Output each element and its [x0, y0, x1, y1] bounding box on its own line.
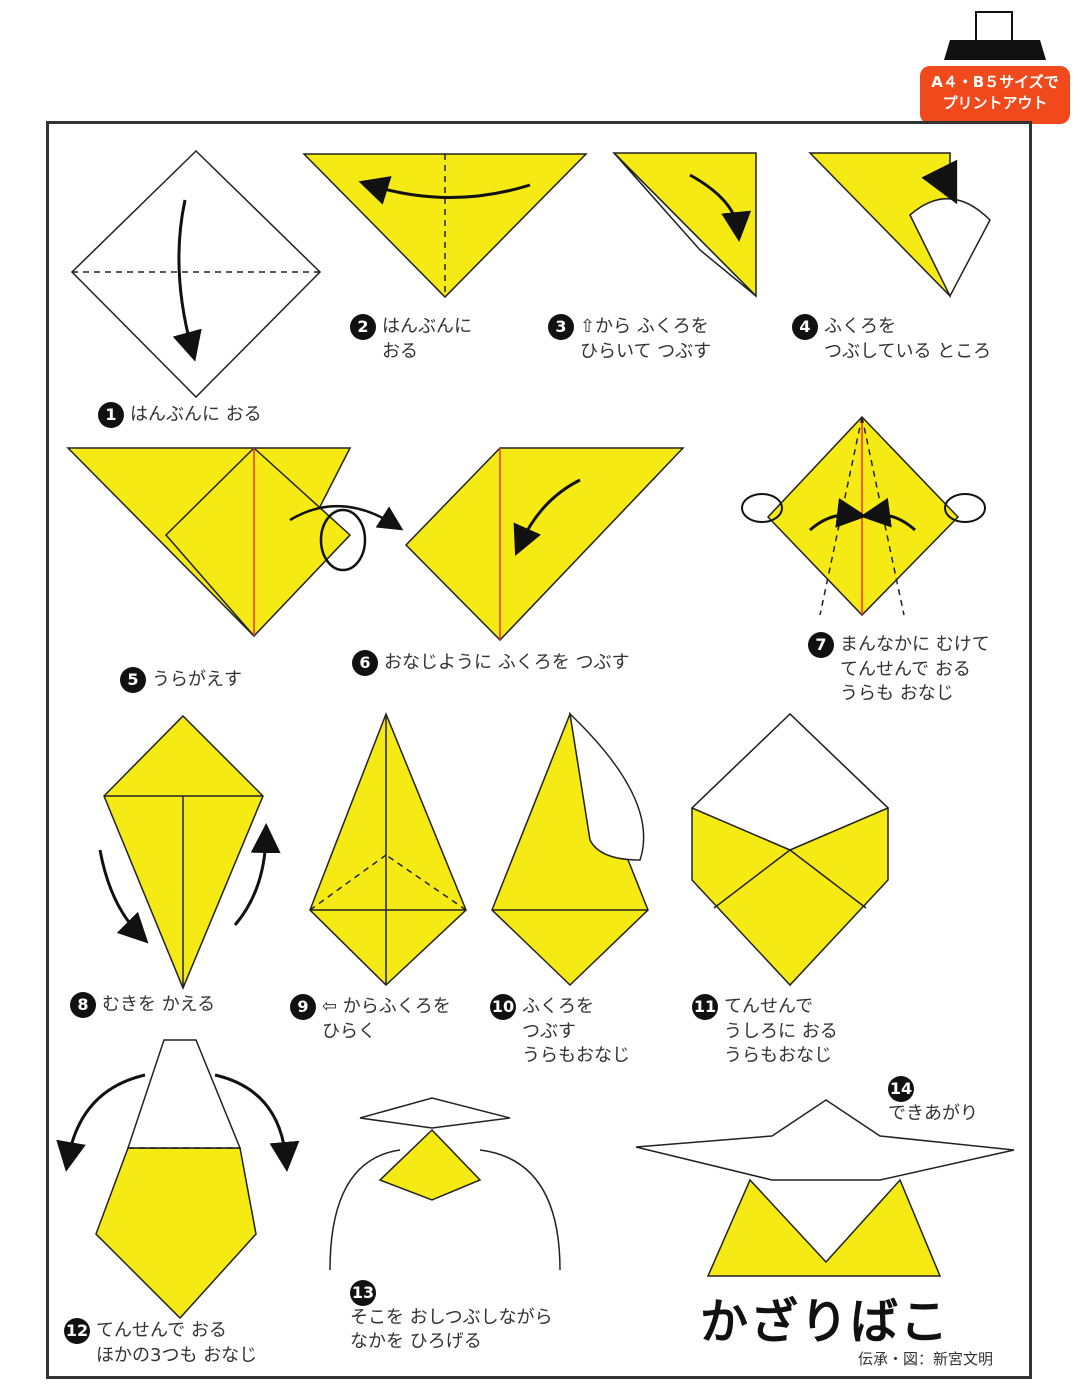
step-10-caption: 10 ふくろを つぶす うらもおなじ — [490, 994, 630, 1068]
step-text: てんせんで おる — [840, 659, 971, 680]
step-text: ひらく — [322, 1021, 376, 1042]
step-number: 11 — [692, 994, 718, 1020]
step-text: つぶす — [522, 1021, 576, 1042]
diagram-step-6 — [404, 447, 685, 642]
step-7-caption: 7 まんなかに むけて てんせんで おる うらも おなじ — [808, 632, 990, 706]
diagram-step-4 — [808, 152, 991, 298]
step-number: 7 — [808, 632, 834, 658]
step-3-caption: 3 ⇧から ふくろを ひらいて つぶす — [548, 314, 711, 364]
step-2-caption: 2 はんぶんに おる — [350, 314, 472, 364]
print-button[interactable]: A４・B５サイズで プリントアウト — [920, 66, 1070, 124]
diagram-step-12 — [56, 1039, 300, 1320]
credit-text: 伝承・図：新宮文明 — [858, 1350, 994, 1368]
step-text: むきを かえる — [102, 994, 216, 1015]
step-text: うらも おなじ — [840, 683, 954, 704]
step-1-caption: 1 はんぶんに おる — [98, 402, 262, 428]
step-number: 8 — [70, 992, 96, 1018]
page-title: かざりばこ — [700, 1294, 951, 1350]
diagram-step-11 — [690, 712, 890, 987]
step-14-caption: 14 できあがり — [888, 1076, 978, 1126]
step-text: うらもおなじ — [522, 1045, 630, 1066]
diagram-step-9 — [309, 711, 467, 987]
step-text: ほかの3つも おなじ — [96, 1345, 258, 1366]
step-number: 6 — [352, 650, 378, 676]
step-number: 13 — [350, 1280, 376, 1306]
print-label-2: プリントアウト — [942, 94, 1048, 112]
instruction-frame — [46, 121, 1032, 1379]
step-text: うしろに おる — [724, 1021, 838, 1042]
step-text: ふくろを — [824, 316, 896, 337]
step-13-caption: 13 そこを おしつぶしながら なかを ひろげる — [350, 1280, 553, 1354]
diagram-step-10 — [491, 711, 649, 987]
step-text: おなじように ふくろを つぶす — [384, 652, 630, 673]
printer-icon — [944, 11, 1046, 60]
diagram-step-7 — [741, 415, 986, 617]
diagram-step-8 — [98, 714, 281, 990]
step-number: 9 — [290, 994, 316, 1020]
step-text: うらもおなじ — [724, 1045, 832, 1066]
step-number: 10 — [490, 994, 516, 1020]
print-label-1: A４・B５サイズで — [931, 73, 1059, 91]
step-number: 2 — [350, 314, 376, 340]
step-8-caption: 8 むきを かえる — [70, 992, 215, 1018]
step-text: てんせんで おる — [96, 1320, 227, 1341]
step-9-caption: 9 ⇦ からふくろを ひらく — [290, 994, 451, 1044]
step-number: 3 — [548, 314, 574, 340]
step-number: 12 — [64, 1318, 90, 1344]
step-text: つぶしている ところ — [824, 341, 992, 362]
step-text: うらがえす — [152, 669, 242, 690]
step-text: はんぶんに — [382, 316, 472, 337]
diagram-step-5 — [66, 446, 404, 638]
step-number: 4 — [792, 314, 818, 340]
step-number: 1 — [98, 402, 124, 428]
step-text: おる — [382, 341, 418, 362]
diagram-step-2 — [302, 153, 588, 299]
step-6-caption: 6 おなじように ふくろを つぶす — [352, 650, 629, 676]
diagram-step-14 — [635, 1099, 1015, 1277]
diagram-step-13 — [329, 1097, 561, 1271]
step-text: てんせんで — [724, 996, 814, 1017]
step-12-caption: 12 てんせんで おる ほかの3つも おなじ — [64, 1318, 257, 1368]
print-area: A４・B５サイズで プリントアウト — [920, 10, 1072, 124]
step-5-caption: 5 うらがえす — [120, 667, 242, 693]
step-text: できあがり — [888, 1103, 978, 1124]
step-11-caption: 11 てんせんで うしろに おる うらもおなじ — [692, 994, 838, 1068]
step-text: そこを おしつぶしながら — [350, 1307, 553, 1328]
step-number: 5 — [120, 667, 146, 693]
diagram-step-3 — [612, 152, 757, 298]
step-text: ひらいて つぶす — [580, 341, 712, 362]
diagram-step-1 — [70, 149, 322, 399]
step-text: ふくろを — [522, 996, 594, 1017]
step-text: はんぶんに おる — [130, 404, 262, 425]
step-number: 14 — [888, 1076, 914, 1102]
step-text: まんなかに むけて — [840, 634, 990, 655]
step-text: ⇧から ふくろを — [580, 316, 709, 337]
step-text: なかを ひろげる — [350, 1331, 482, 1352]
step-text: ⇦ からふくろを — [322, 996, 451, 1017]
step-4-caption: 4 ふくろを つぶしている ところ — [792, 314, 991, 364]
